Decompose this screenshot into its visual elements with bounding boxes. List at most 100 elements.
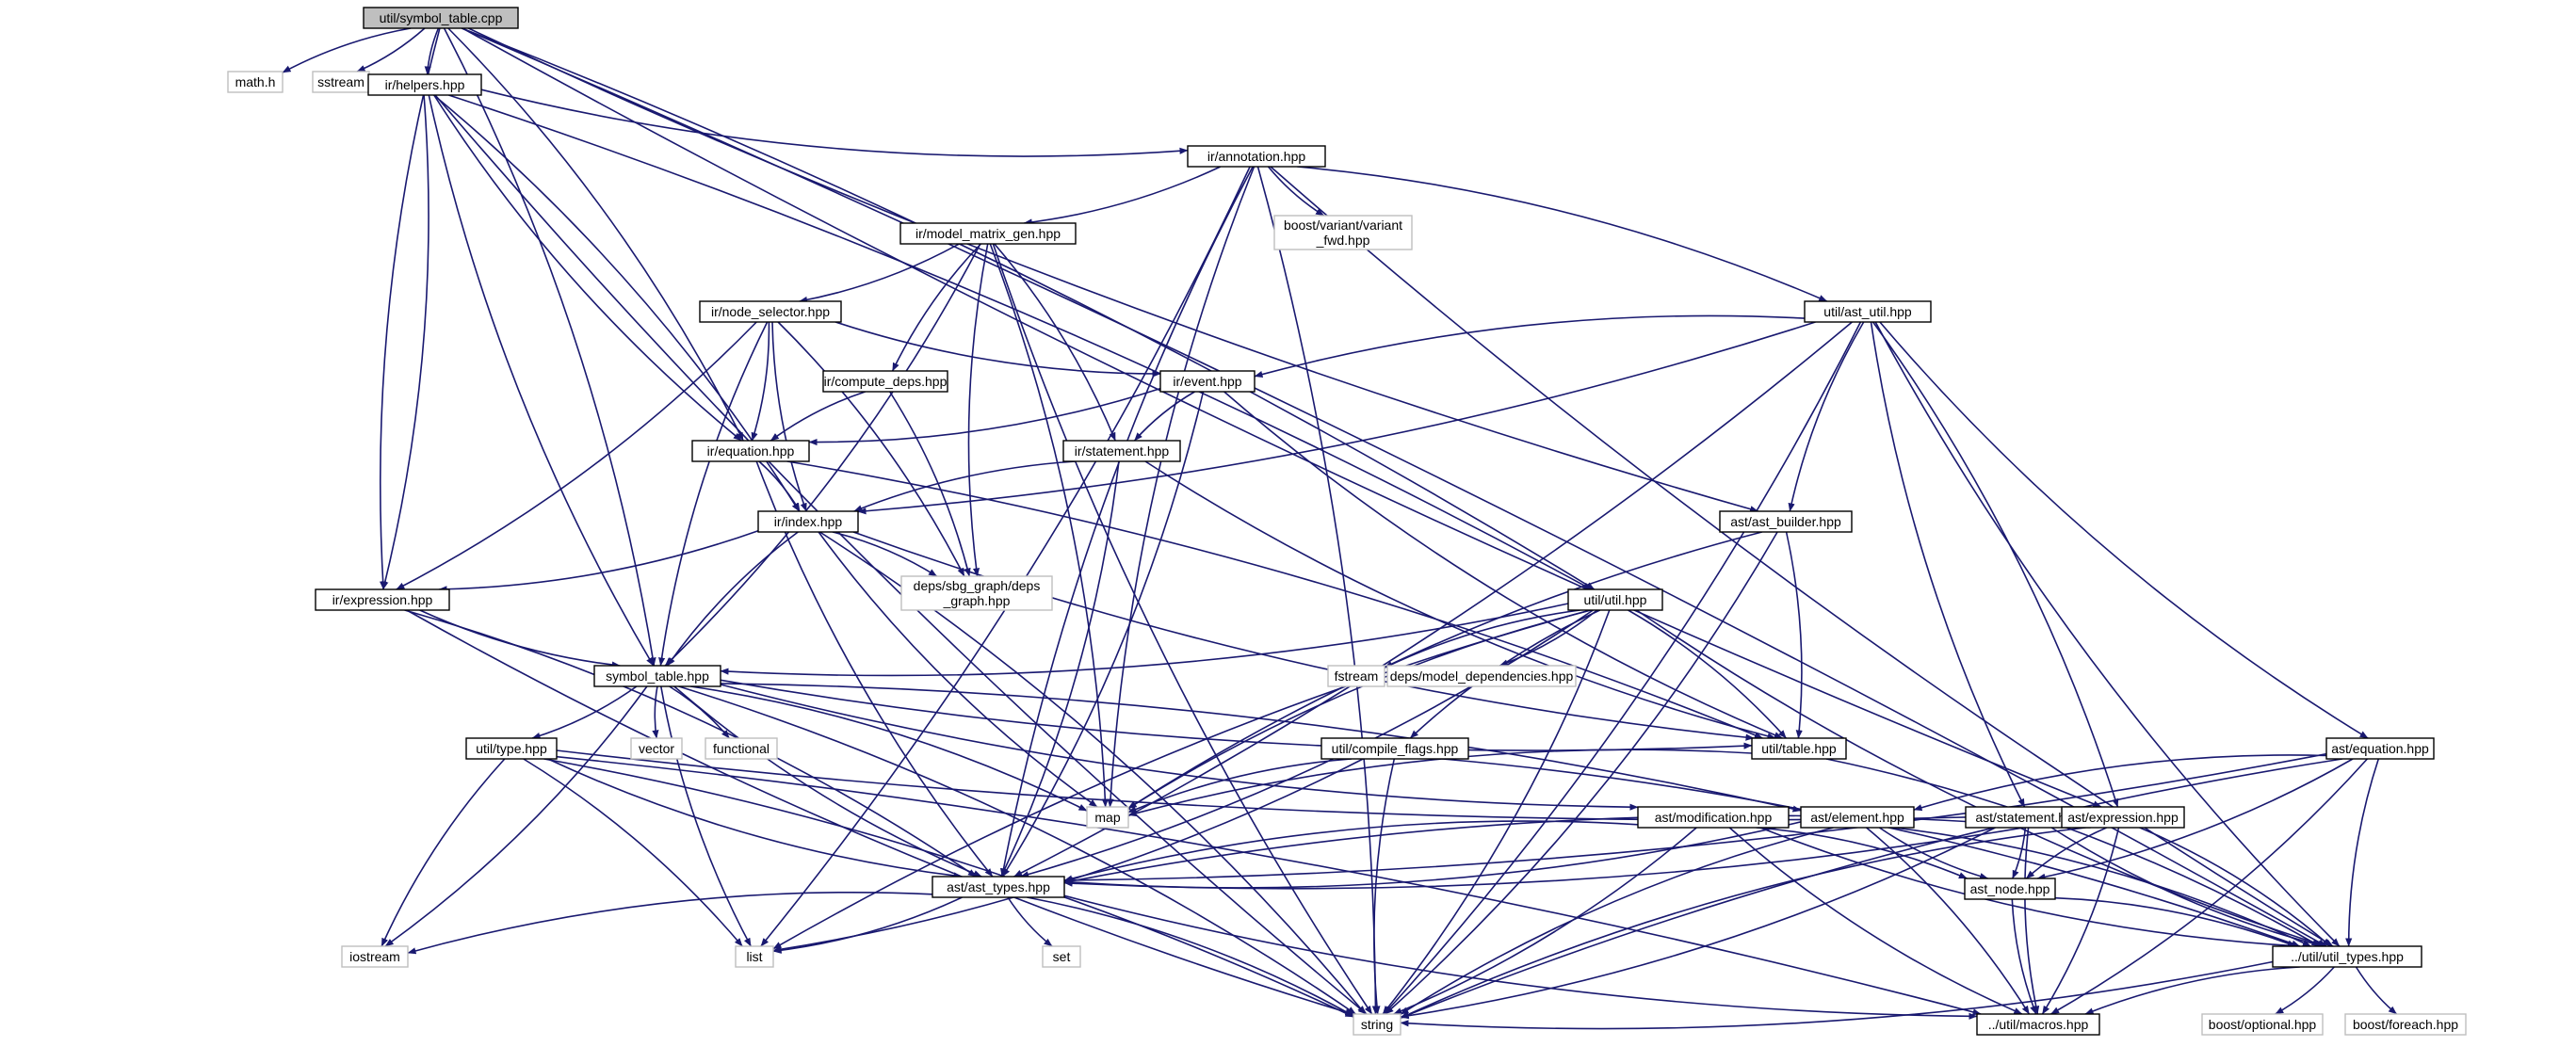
node-iostream[interactable]: iostream — [341, 945, 409, 968]
node-compflags[interactable]: util/compile_flags.hpp — [1320, 737, 1469, 760]
node-foreach[interactable]: boost/foreach.hpp — [2344, 1013, 2467, 1036]
edge-helpers-to-utilhpp — [448, 94, 1592, 590]
edge-symtab_cpp-to-astbuilder — [468, 27, 1759, 513]
node-irexpr[interactable]: ir/expression.hpp — [315, 588, 450, 611]
edge-symtab-to-iostream — [384, 685, 648, 947]
edge-irexpr-to-string — [406, 609, 1354, 1016]
node-helpers[interactable]: ir/helpers.hpp — [367, 73, 482, 96]
edge-helpers-to-irexpr — [381, 94, 429, 590]
node-label: ast/ast_types.hpp — [947, 879, 1050, 894]
node-label: ast/equation.hpp — [2331, 741, 2429, 756]
edge-annotation-to-astutil — [1297, 166, 1828, 302]
node-functional[interactable]: functional — [705, 737, 778, 760]
node-label: ../util/macros.hpp — [1988, 1017, 2089, 1032]
edge-astutil-to-asteq — [1879, 321, 2369, 739]
edge-asteq-to-utiltypes — [2345, 758, 2380, 947]
edge-asteq-to-string — [1400, 758, 2343, 1019]
node-box — [1353, 1013, 1401, 1036]
node-label: util/ast_util.hpp — [1823, 304, 1912, 319]
edge-asttypes-to-macros — [1063, 894, 1978, 1020]
edge-mmgen-to-string — [992, 243, 1373, 1015]
edge-symtab_cpp-to-equation — [447, 27, 744, 442]
edge-utilhpp-to-utiltypes — [1636, 609, 2326, 947]
edge-typehpp-to-list — [523, 758, 743, 947]
node-optional[interactable]: boost/optional.hpp — [2201, 1013, 2324, 1036]
edge-equation-to-index — [758, 460, 801, 512]
edge-astutil-to-astbuilder — [1788, 321, 1865, 512]
node-table[interactable]: util/table.hpp — [1751, 737, 1847, 760]
node-nodesel[interactable]: ir/node_selector.hpp — [699, 300, 842, 323]
edge-compflags-to-string — [1373, 758, 1396, 1015]
node-label: sstream — [317, 74, 365, 89]
edge-symtab_cpp-to-math — [282, 27, 412, 73]
node-label: ir/compute_deps.hpp — [824, 374, 948, 389]
edge-symtab-to-modification — [720, 684, 1639, 811]
node-equation[interactable]: ir/equation.hpp — [691, 440, 810, 462]
node-box — [735, 945, 774, 968]
node-map[interactable]: map — [1086, 806, 1129, 829]
node-string[interactable]: string — [1353, 1013, 1401, 1036]
edge-mmgen-to-compdeps — [891, 243, 981, 372]
node-label: iostream — [349, 949, 400, 964]
node-fstream[interactable]: fstream — [1327, 665, 1385, 687]
node-label: string — [1361, 1017, 1393, 1032]
edge-event-to-equation — [808, 387, 1161, 446]
edge-symtab-to-typehpp — [531, 685, 638, 739]
node-modification[interactable]: ast/modification.hpp — [1637, 806, 1790, 829]
node-sbgdeps[interactable]: deps/sbg_graph/deps_graph.hpp — [900, 575, 1053, 611]
node-index[interactable]: ir/index.hpp — [757, 510, 859, 533]
node-utiltypes[interactable]: ../util/util_types.hpp — [2272, 945, 2422, 968]
node-compdeps[interactable]: ir/compute_deps.hpp — [822, 370, 948, 393]
node-annotation[interactable]: ir/annotation.hpp — [1187, 145, 1326, 168]
node-astexpr[interactable]: ast/expression.hpp — [2061, 806, 2185, 829]
node-element[interactable]: ast/element.hpp — [1800, 806, 1915, 829]
node-astnode[interactable]: ast_node.hpp — [1964, 878, 2056, 900]
node-list[interactable]: list — [735, 945, 774, 968]
node-asttypes[interactable]: ast/ast_types.hpp — [932, 876, 1065, 898]
node-set[interactable]: set — [1042, 945, 1081, 968]
edge-symtab_cpp-to-utiltypes — [461, 27, 2327, 947]
node-box — [691, 440, 810, 462]
edge-helpers-to-symtab — [428, 94, 655, 667]
node-aststmt[interactable]: ast/statement.hpp — [1965, 806, 2091, 829]
edge-helpers-to-annotation — [480, 89, 1189, 157]
node-astbuilder[interactable]: ast/ast_builder.hpp — [1719, 510, 1853, 533]
node-label: list — [746, 949, 762, 964]
edge-annotation-to-utiltypes — [1270, 166, 2334, 947]
node-statement[interactable]: ir/statement.hpp — [1062, 440, 1181, 462]
edge-utilhpp-to-symtab — [720, 603, 1569, 677]
edge-nodesel-to-sbgdeps — [777, 321, 965, 577]
node-label: ast/expression.hpp — [2067, 810, 2179, 825]
node-label: util/symbol_table.cpp — [380, 10, 503, 25]
edge-nodesel-to-event — [834, 321, 1161, 378]
edge-modification-to-macros — [1728, 827, 2023, 1015]
node-box — [2201, 1013, 2324, 1036]
node-box — [822, 370, 948, 393]
node-label: boost/optional.hpp — [2209, 1017, 2317, 1032]
node-vector[interactable]: vector — [630, 737, 683, 760]
node-sstream[interactable]: sstream — [312, 71, 370, 93]
node-variant[interactable]: boost/variant/variant_fwd.hpp — [1273, 215, 1413, 250]
node-box — [1964, 878, 2056, 900]
node-box — [1804, 300, 1932, 323]
node-mmgen[interactable]: ir/model_matrix_gen.hpp — [899, 222, 1077, 245]
edge-utilhpp-to-modeldeps — [1499, 609, 1598, 667]
node-typehpp[interactable]: util/type.hpp — [465, 737, 558, 760]
node-utilhpp[interactable]: util/util.hpp — [1567, 588, 1663, 611]
node-label: ir/node_selector.hpp — [711, 304, 830, 319]
edge-astexpr-to-utiltypes — [2139, 827, 2331, 947]
edge-astutil-to-string — [1384, 321, 1862, 1015]
node-modeldeps[interactable]: deps/model_dependencies.hpp — [1386, 665, 1577, 687]
node-asteq[interactable]: ast/equation.hpp — [2325, 737, 2435, 760]
edge-symtab_cpp-to-sstream — [356, 27, 426, 72]
node-math[interactable]: math.h — [227, 71, 284, 93]
edge-utilhpp-to-table — [1628, 609, 1787, 739]
node-event[interactable]: ir/event.hpp — [1159, 370, 1256, 393]
node-symtab_cpp[interactable]: util/symbol_table.cpp — [363, 7, 519, 29]
node-label: ir/model_matrix_gen.hpp — [915, 226, 1061, 241]
node-astutil[interactable]: util/ast_util.hpp — [1804, 300, 1932, 323]
node-box — [2061, 806, 2185, 829]
node-symtab[interactable]: symbol_table.hpp — [593, 665, 721, 687]
node-macros[interactable]: ../util/macros.hpp — [1976, 1013, 2100, 1036]
